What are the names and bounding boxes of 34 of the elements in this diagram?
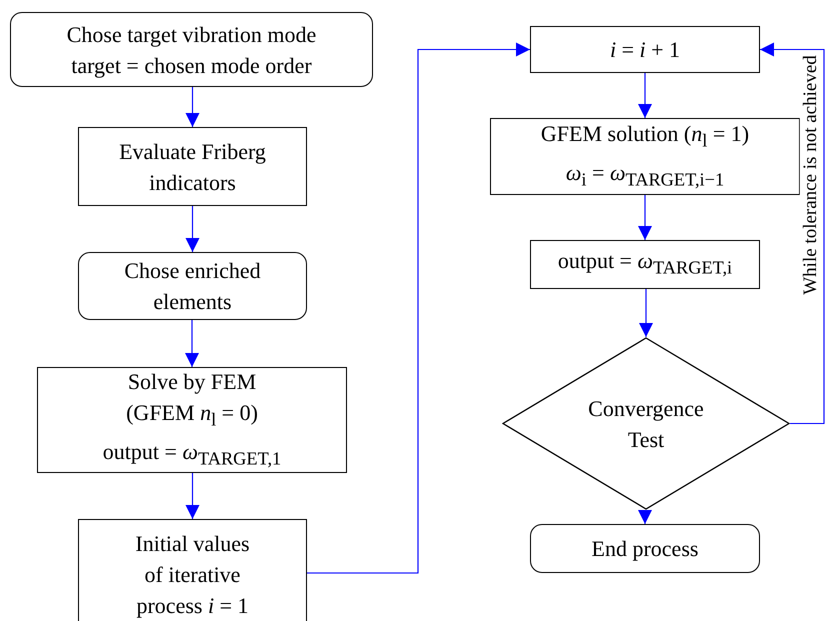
arrow	[186, 87, 200, 127]
terminal-box	[78, 252, 307, 320]
process-box	[490, 118, 800, 195]
node-text: i = i + 1	[610, 36, 680, 64]
node-text: target = chosen mode order	[71, 52, 312, 80]
node-text: ω$_{i}$ = ω$_{TARGET,i−1}$	[566, 158, 724, 191]
arrow	[638, 73, 652, 118]
process-box	[78, 127, 307, 206]
arrow	[638, 510, 652, 524]
process-box	[530, 240, 760, 289]
process-box	[37, 367, 347, 473]
node-text: Chose target vibration mode	[66, 20, 316, 49]
arrow	[760, 42, 825, 424]
arrow	[186, 473, 200, 519]
arrow	[639, 289, 653, 337]
node-text: output = ω$_{TARGET,1}$	[102, 438, 282, 470]
process-box	[530, 26, 760, 73]
node-text: Chose enriched elements	[123, 257, 262, 316]
arrow	[307, 42, 530, 574]
node-text: Solve by FEM	[128, 368, 256, 396]
arrow	[638, 195, 652, 240]
node-text: (GFEM n$_{l}$ = 0)	[126, 399, 258, 432]
node-text: Convergence Test	[587, 394, 705, 454]
node-text: Evaluate Friberg indicators	[118, 138, 267, 196]
arrow	[186, 206, 200, 252]
node-text: End process	[592, 535, 698, 563]
node-text: Initial values of iterative process i = 1	[134, 530, 251, 620]
decision-diamond	[502, 337, 790, 510]
terminal-box	[10, 12, 373, 87]
node-text: GFEM solution (n$_{l}$ = 1)	[540, 120, 750, 152]
arrow	[185, 320, 199, 367]
node-text: output = ω$_{TARGET,i}$	[558, 247, 732, 280]
process-box	[78, 519, 307, 621]
terminal-box	[530, 524, 760, 573]
